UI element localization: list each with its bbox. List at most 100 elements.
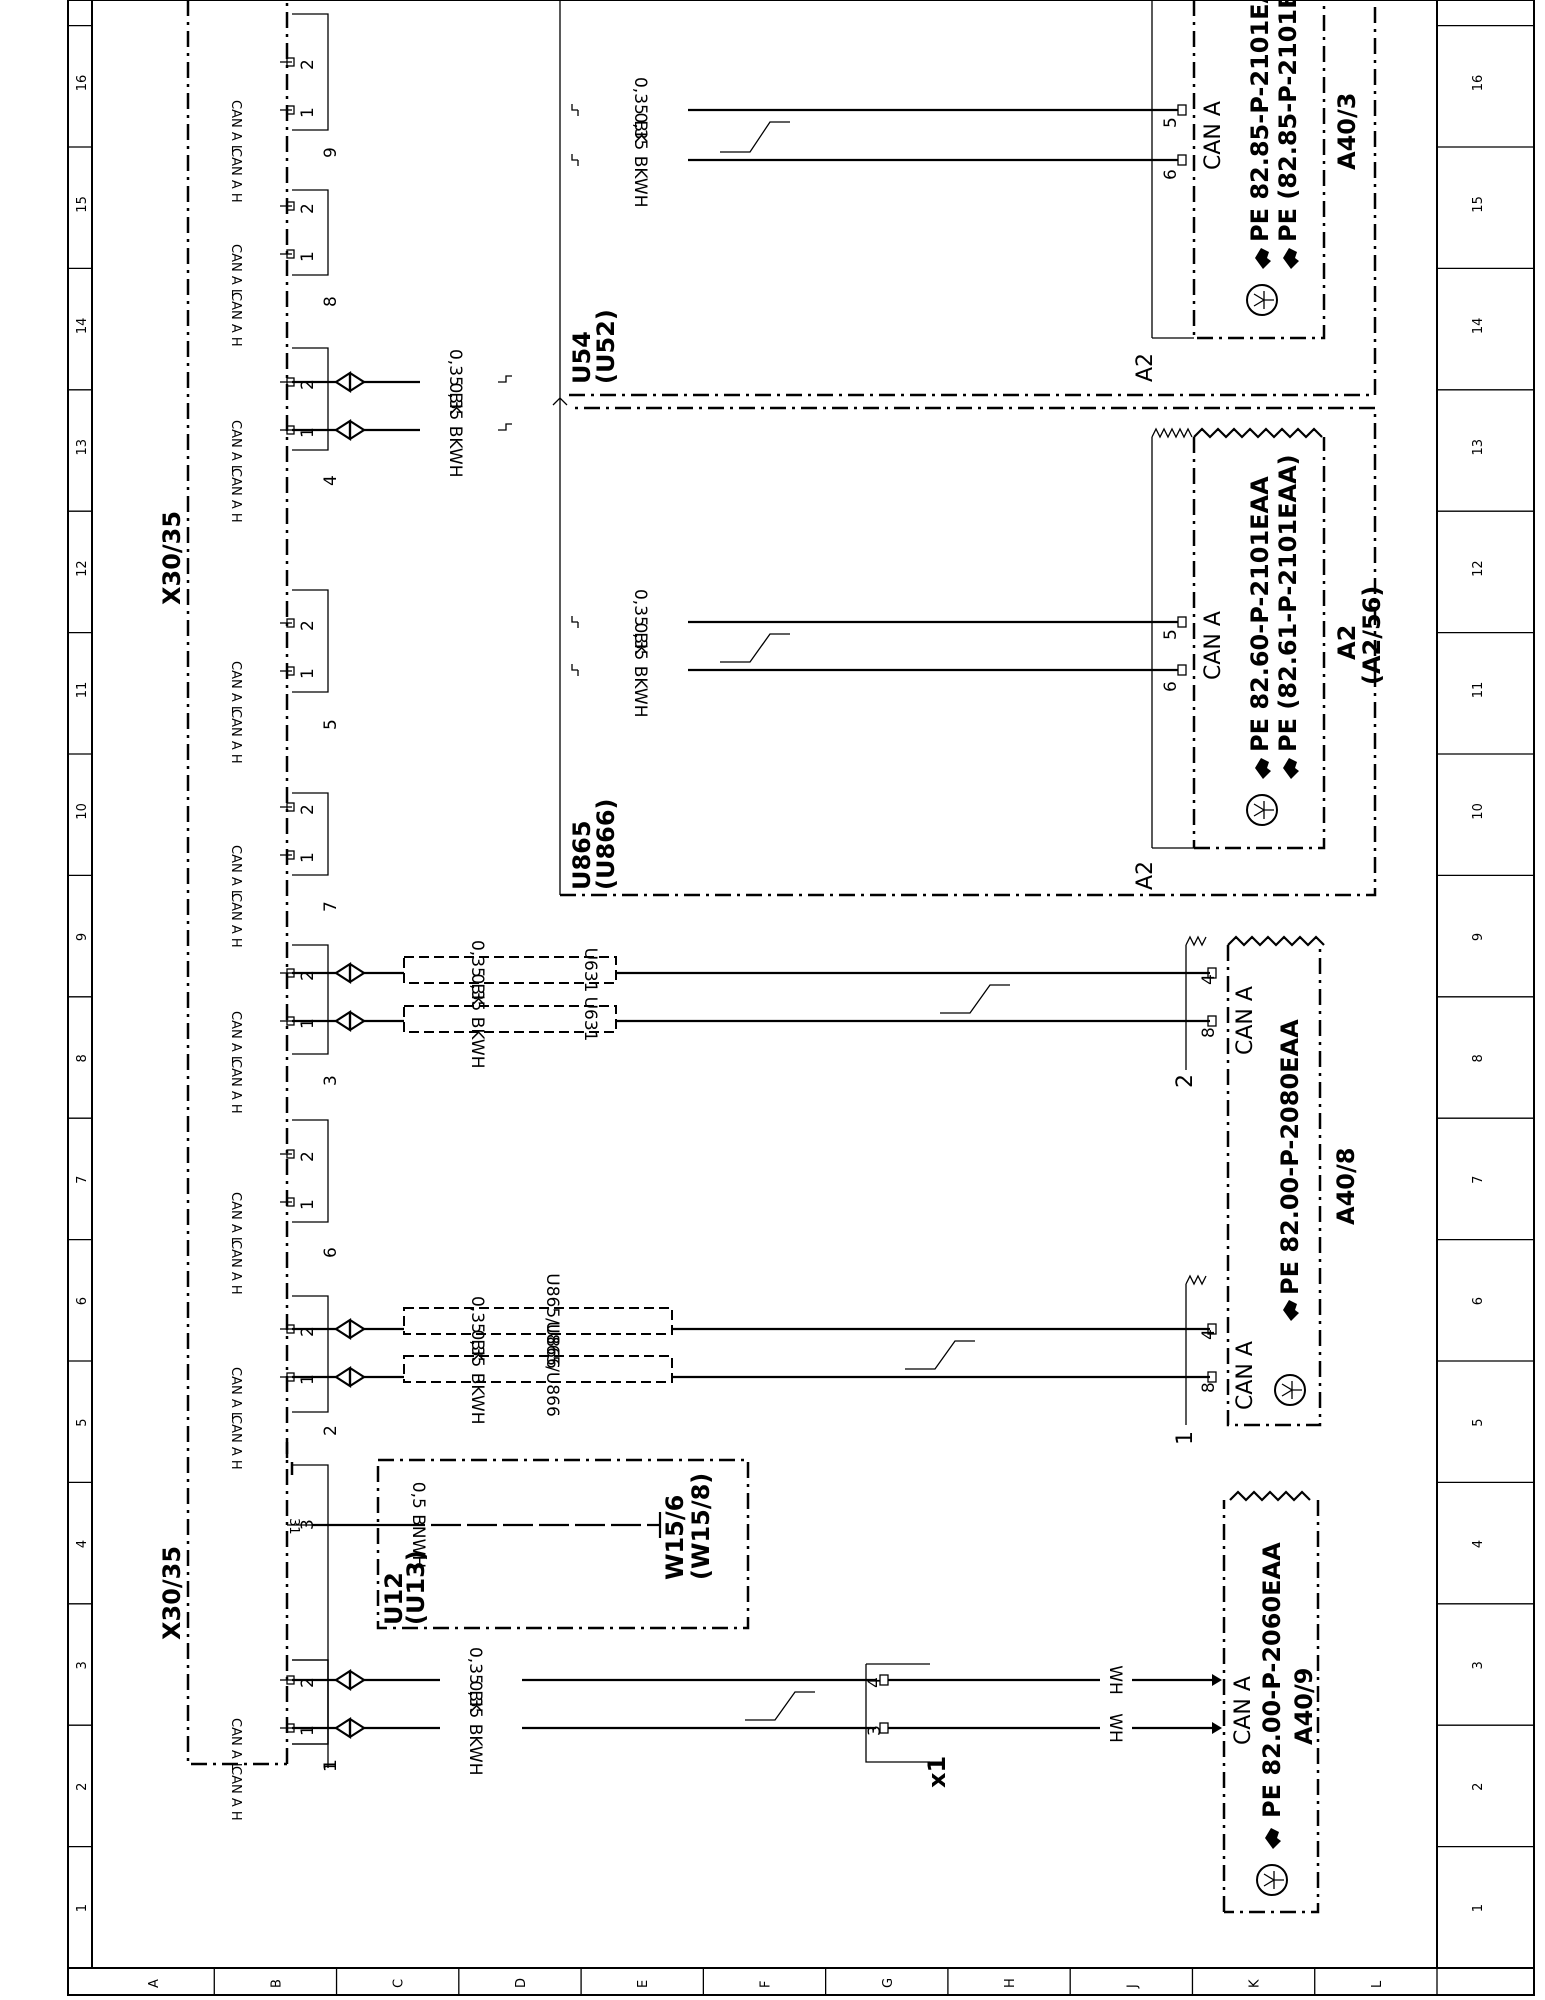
wire-end	[1212, 1722, 1222, 1734]
module-pin-socket	[1177, 154, 1187, 166]
wire-continuation	[498, 423, 512, 431]
wire-label: 0,35 BKWH	[467, 973, 487, 1068]
can-h-label: CAN A H	[228, 1415, 243, 1470]
module-can-label: CAN A	[1201, 101, 1226, 170]
grid-col-label-left: 2	[75, 1783, 90, 1791]
transistor-icon	[1246, 284, 1278, 316]
grid-col-label-right: 3	[1471, 1661, 1486, 1669]
pin-number: 2	[298, 620, 318, 631]
grid-col-label-left: 4	[75, 1540, 90, 1548]
grid-col-label-left: 1	[75, 1904, 90, 1912]
grid-col-label-right: 16	[1471, 75, 1486, 92]
pin-group-number: 8	[321, 296, 341, 307]
module-a40-8-id: A40/8	[1332, 1148, 1360, 1225]
can-l-label: CAN A L	[228, 1718, 243, 1771]
module-pin-socket	[1207, 1015, 1217, 1027]
pin-socket	[286, 666, 295, 676]
transistor-icon	[1256, 1864, 1288, 1896]
grid-row-label: H	[1003, 1978, 1018, 1988]
pin-group-number: 7	[321, 901, 341, 912]
module-a40-3-pe-ref-alt: PE (82.85-P-2101EA	[1274, 0, 1302, 242]
pin-group-box	[292, 792, 329, 876]
grid-col-label-right: 2	[1471, 1783, 1486, 1791]
module-a40-3-id: A40/3	[1333, 93, 1361, 170]
pe-hand-icon	[1283, 248, 1299, 269]
grid-col-label-right: 12	[1471, 560, 1486, 577]
grid-row-label: G	[881, 1978, 896, 1988]
wire-label-bnwh: 0,5 BNWH	[408, 1482, 428, 1568]
grid-col-label-left: 11	[75, 682, 90, 699]
transistor-icon	[1253, 801, 1274, 819]
pin-socket	[286, 1197, 295, 1207]
grid-col-label-right: 10	[1471, 803, 1486, 820]
wire-label-wh: WH	[1105, 1713, 1125, 1743]
pin-group-number: 9	[321, 147, 341, 158]
pin-number: 2	[298, 1326, 318, 1337]
module-a40-9-pe-ref: PE 82.00-P-2060EAA	[1258, 1542, 1286, 1818]
pin-groups	[292, 13, 329, 1768]
u631-label-1: U631	[580, 948, 600, 993]
pin-group-box	[292, 944, 329, 1055]
pin-socket	[286, 57, 295, 67]
pin-group-box	[292, 1119, 329, 1223]
wire-label-wh: WH	[1105, 1665, 1125, 1695]
can-h-label: CAN A H	[228, 468, 243, 523]
can-l-label: CAN A L	[228, 244, 243, 297]
grid-row-label: K	[1248, 1979, 1263, 1988]
connector-x1: x1 3 4	[865, 1663, 951, 1788]
pin-socket	[286, 850, 295, 860]
pin-number: 1	[298, 1725, 318, 1736]
wire-continuation	[571, 104, 579, 116]
module-can-label: CAN A	[1201, 611, 1226, 680]
pin-number: 1	[298, 668, 318, 679]
grid-col-label-left: 9	[75, 933, 90, 941]
grid-row-label: B	[269, 1979, 284, 1988]
module-can-label: CAN A	[1233, 1341, 1258, 1410]
can-h-label: CAN A H	[228, 709, 243, 764]
u865-u866-label-1: U865/U866	[542, 1273, 562, 1369]
pin-group-number: 4	[321, 475, 341, 486]
module-a2-id: A2	[1333, 625, 1361, 660]
pe-hand-icon	[1265, 1828, 1281, 1849]
x1-pin-socket	[879, 1722, 889, 1734]
can-l-label: CAN A L	[228, 845, 243, 898]
zone-u865-u866-labels: U865/U866 U865/U866	[403, 1273, 673, 1417]
zone-u631-labels: U631 U631	[403, 948, 617, 1041]
pin-number: 1	[298, 107, 318, 118]
pin-group-number: 2	[321, 1425, 341, 1436]
pe-hand-icon	[1255, 758, 1271, 779]
grid-col-label-left: 3	[75, 1661, 90, 1669]
pin-number: 1	[298, 427, 318, 438]
module-pin-socket	[1207, 967, 1217, 979]
grid-col-label-right: 11	[1471, 682, 1486, 699]
module-pin-5: 5	[1161, 629, 1181, 640]
module-can-label: CAN A	[1233, 986, 1258, 1055]
grid-col-label-right: 13	[1471, 439, 1486, 456]
pin-number: 2	[298, 59, 318, 70]
wire-label: 0,35 BK	[445, 349, 465, 416]
grid-col-label-left: 5	[75, 1418, 90, 1426]
module-pin-5: 5	[1161, 117, 1181, 128]
can-h-label: CAN A H	[228, 1240, 243, 1295]
zone-u52-label: (U52)	[592, 309, 620, 384]
wire-label: 0,35 BKWH	[445, 382, 465, 477]
module-pin-socket	[1177, 616, 1187, 628]
zone-u12-label: U12	[380, 1572, 408, 1625]
grid-row-label: A	[147, 1979, 162, 1988]
grid-col-label-right: 6	[1471, 1297, 1486, 1305]
module-pin-socket	[1207, 1371, 1217, 1383]
pin-group-box	[292, 347, 329, 451]
wire-label: 0,35 BKWH	[630, 112, 650, 207]
zone-u866-label: (U866)	[592, 798, 620, 890]
pe-hand-icon	[1283, 758, 1299, 779]
module-group-label: 2	[1173, 1074, 1198, 1088]
x1-pin-4: 4	[865, 1677, 885, 1688]
pe-hand-icon	[1255, 248, 1271, 269]
grid-row-label: D	[514, 1978, 529, 1988]
module-pin-4: 4	[1199, 974, 1219, 985]
